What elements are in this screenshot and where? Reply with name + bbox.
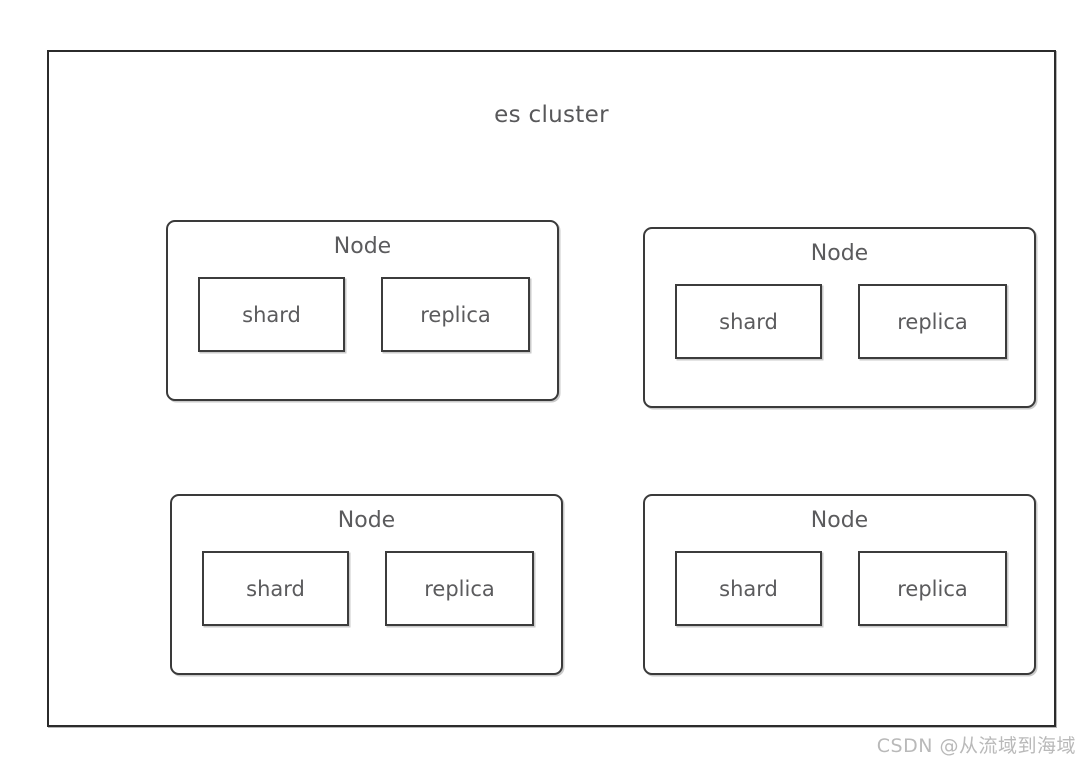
shard-label-4: shard [719,576,778,601]
shard-box-1: shard [198,277,345,352]
shard-label-3: shard [246,576,305,601]
csdn-watermark: CSDN @从流域到海域 [876,735,1076,757]
replica-box-3: replica [385,551,534,626]
replica-label-2: replica [897,309,968,334]
replica-box-4: replica [858,551,1007,626]
node-box-2: Node shard replica [643,227,1036,408]
node-title-4: Node [810,508,869,533]
node-box-3: Node shard replica [170,494,563,675]
replica-box-2: replica [858,284,1007,359]
node-title-3: Node [337,508,396,533]
replica-label-3: replica [424,576,495,601]
replica-box-1: replica [381,277,530,352]
node-title-1: Node [333,234,392,259]
es-cluster-box: es cluster Node shard replica Node shard… [47,50,1056,727]
cluster-title: es cluster [494,102,609,128]
shard-label-1: shard [242,302,301,327]
node-box-1: Node shard replica [166,220,559,401]
shard-box-3: shard [202,551,349,626]
node-title-2: Node [810,241,869,266]
node-box-4: Node shard replica [643,494,1036,675]
shard-label-2: shard [719,309,778,334]
shard-box-2: shard [675,284,822,359]
replica-label-1: replica [420,302,491,327]
shard-box-4: shard [675,551,822,626]
replica-label-4: replica [897,576,968,601]
